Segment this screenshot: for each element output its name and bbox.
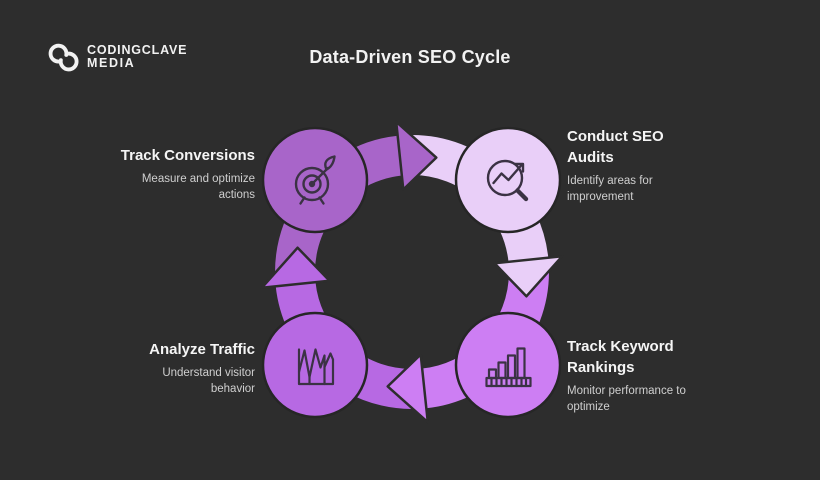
magnifier-trend-icon: [486, 159, 529, 202]
page-title: Data-Driven SEO Cycle: [309, 47, 511, 67]
target-dart-icon: [294, 155, 336, 205]
line-chart-icon: [297, 348, 335, 386]
step-title: Conduct SEO Audits: [567, 128, 664, 166]
arrow-right-icon: [493, 254, 564, 298]
step-description: Identify areas for improvement: [567, 175, 653, 203]
step-conduct-seo-audits: Conduct SEO Audits Identify areas for im…: [567, 126, 692, 205]
step-title: Analyze Traffic: [149, 341, 255, 358]
step-description: Understand visitor behavior: [162, 367, 255, 395]
arrow-left-icon: [260, 246, 331, 290]
step-title: Track Conversions: [120, 147, 255, 164]
brand-name-line1: CODINGCLAVE: [87, 43, 188, 57]
step-analyze-traffic: Analyze Traffic Understand visitor behav…: [60, 339, 255, 397]
interlocked-rings-icon: [48, 43, 79, 72]
cycle-arrowheads: [260, 120, 564, 424]
step-description: Monitor performance to optimize: [567, 385, 686, 413]
bar-chart-icon: [485, 347, 532, 388]
step-title: Track Keyword Rankings: [567, 338, 674, 376]
brand-logo: CODINGCLAVE MEDIA: [46, 40, 187, 74]
arrow-top-icon: [394, 120, 438, 191]
step-description: Measure and optimize actions: [141, 173, 255, 201]
brand-name: CODINGCLAVE MEDIA: [87, 44, 187, 70]
step-track-keyword-rankings: Track Keyword Rankings Monitor performan…: [567, 336, 707, 415]
step-circle-analyze-traffic: [261, 311, 369, 419]
step-track-conversions: Track Conversions Measure and optimize a…: [60, 145, 255, 203]
step-icons: [294, 155, 532, 388]
arrow-bottom-icon: [386, 353, 430, 424]
brand-name-line2: MEDIA: [87, 56, 136, 70]
